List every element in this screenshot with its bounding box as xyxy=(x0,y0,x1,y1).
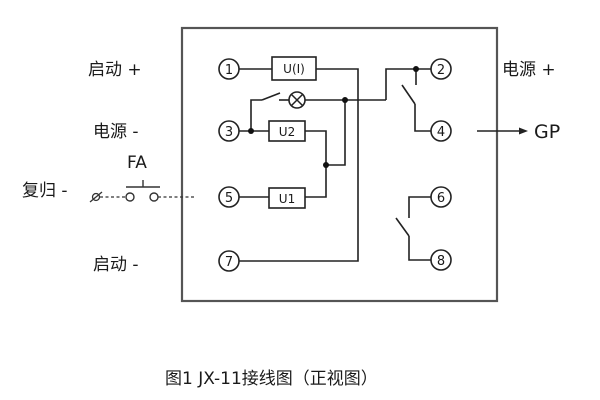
junction-node xyxy=(413,66,419,72)
terminal-1-number: 1 xyxy=(225,63,233,78)
coil-u2-label: U2 xyxy=(279,125,295,139)
junction-node xyxy=(248,128,254,134)
contact-2-4 xyxy=(401,84,416,105)
terminal-3: 3 xyxy=(218,120,240,142)
svg-text:8: 8 xyxy=(437,254,445,269)
label-reset-minus: 复归 - xyxy=(22,181,68,201)
junction-node xyxy=(323,162,329,168)
svg-text:7: 7 xyxy=(225,255,233,270)
relay-housing-frame xyxy=(180,26,499,303)
coil-u2: U2 xyxy=(268,120,306,142)
arrow-right-icon xyxy=(519,127,528,135)
label-fa: FA xyxy=(127,153,147,173)
terminal-2: 2 xyxy=(430,58,452,80)
label-gp: GP xyxy=(534,121,560,143)
svg-text:3: 3 xyxy=(225,125,233,140)
label-power-plus: 电源 + xyxy=(502,60,556,80)
coil-u1: U1 xyxy=(268,187,306,209)
coil-u1-label: U1 xyxy=(279,192,295,206)
figure-caption: 图1 JX-11接线图（正视图） xyxy=(165,369,378,389)
coil-ui: U(I) xyxy=(271,56,317,81)
label-start-plus: 启动 + xyxy=(88,60,142,80)
svg-text:4: 4 xyxy=(437,125,445,140)
terminal-5: 5 xyxy=(218,186,240,208)
fa-reset-pushbutton xyxy=(89,180,196,203)
label-start-minus: 启动 - xyxy=(93,255,139,275)
coil-ui-label: U(I) xyxy=(283,62,305,76)
svg-text:2: 2 xyxy=(437,63,445,78)
indicator-lamp-icon xyxy=(288,91,306,109)
contact-6-8 xyxy=(395,217,410,237)
terminal-8: 8 xyxy=(430,249,452,271)
label-power-minus: 电源 - xyxy=(93,122,139,142)
svg-text:6: 6 xyxy=(437,191,445,206)
terminal-4: 4 xyxy=(430,120,452,142)
terminal-6: 6 xyxy=(430,186,452,208)
internal-wiring xyxy=(239,68,528,262)
ground-terminal-icon xyxy=(91,192,101,202)
junction-node xyxy=(342,97,348,103)
terminal-7: 7 xyxy=(218,250,240,272)
svg-text:5: 5 xyxy=(225,191,233,206)
terminal-1: 1 xyxy=(218,58,240,80)
